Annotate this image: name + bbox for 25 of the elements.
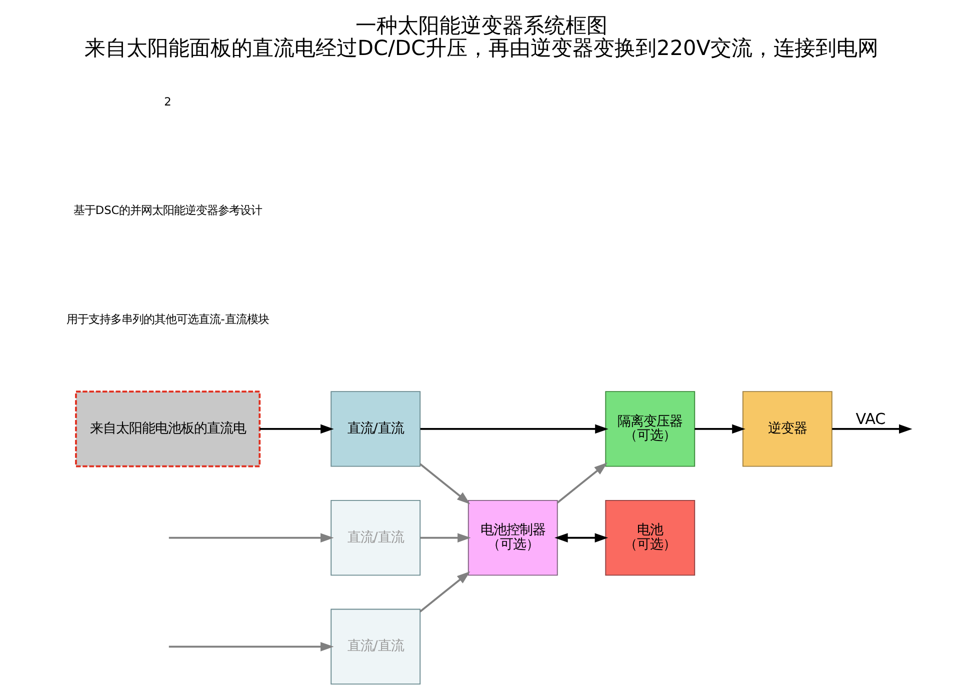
node-box: 直流/直流 — [330, 500, 421, 576]
node-box: 逆变器 — [742, 391, 832, 467]
arrow — [420, 533, 471, 542]
edge-label: VAC — [856, 410, 886, 428]
node-box: 电池控制器 （可选） — [468, 500, 558, 576]
arrow — [694, 424, 746, 434]
arrow — [832, 424, 912, 434]
node-box: 来自太阳能电池板的直流电 — [75, 390, 261, 468]
diagram-title: 一种太阳能逆变器系统框图 — [356, 13, 608, 38]
arrow — [168, 533, 334, 542]
node-box: 直流/直流 — [330, 391, 421, 467]
caption: 来自太阳能面板的直流电经过DC/DC升压，再由逆变器变换到220V交流，连接到电网 — [84, 36, 879, 60]
arrow — [168, 642, 334, 652]
arrow — [420, 571, 470, 612]
node-box: 电池 （可选） — [605, 500, 696, 576]
arrow — [556, 462, 608, 504]
arrow — [554, 533, 608, 542]
label: 基于DSC的并网太阳能逆变器参考设计 — [73, 203, 262, 218]
node-box: 隔离变压器 （可选） — [605, 391, 696, 467]
label: 2 — [164, 94, 172, 108]
arrow — [420, 463, 470, 504]
node-box: 直流/直流 — [330, 608, 421, 685]
label: 用于支持多串列的其他可选直流-直流模块 — [66, 312, 269, 326]
arrow — [260, 424, 334, 434]
arrow — [420, 424, 608, 434]
